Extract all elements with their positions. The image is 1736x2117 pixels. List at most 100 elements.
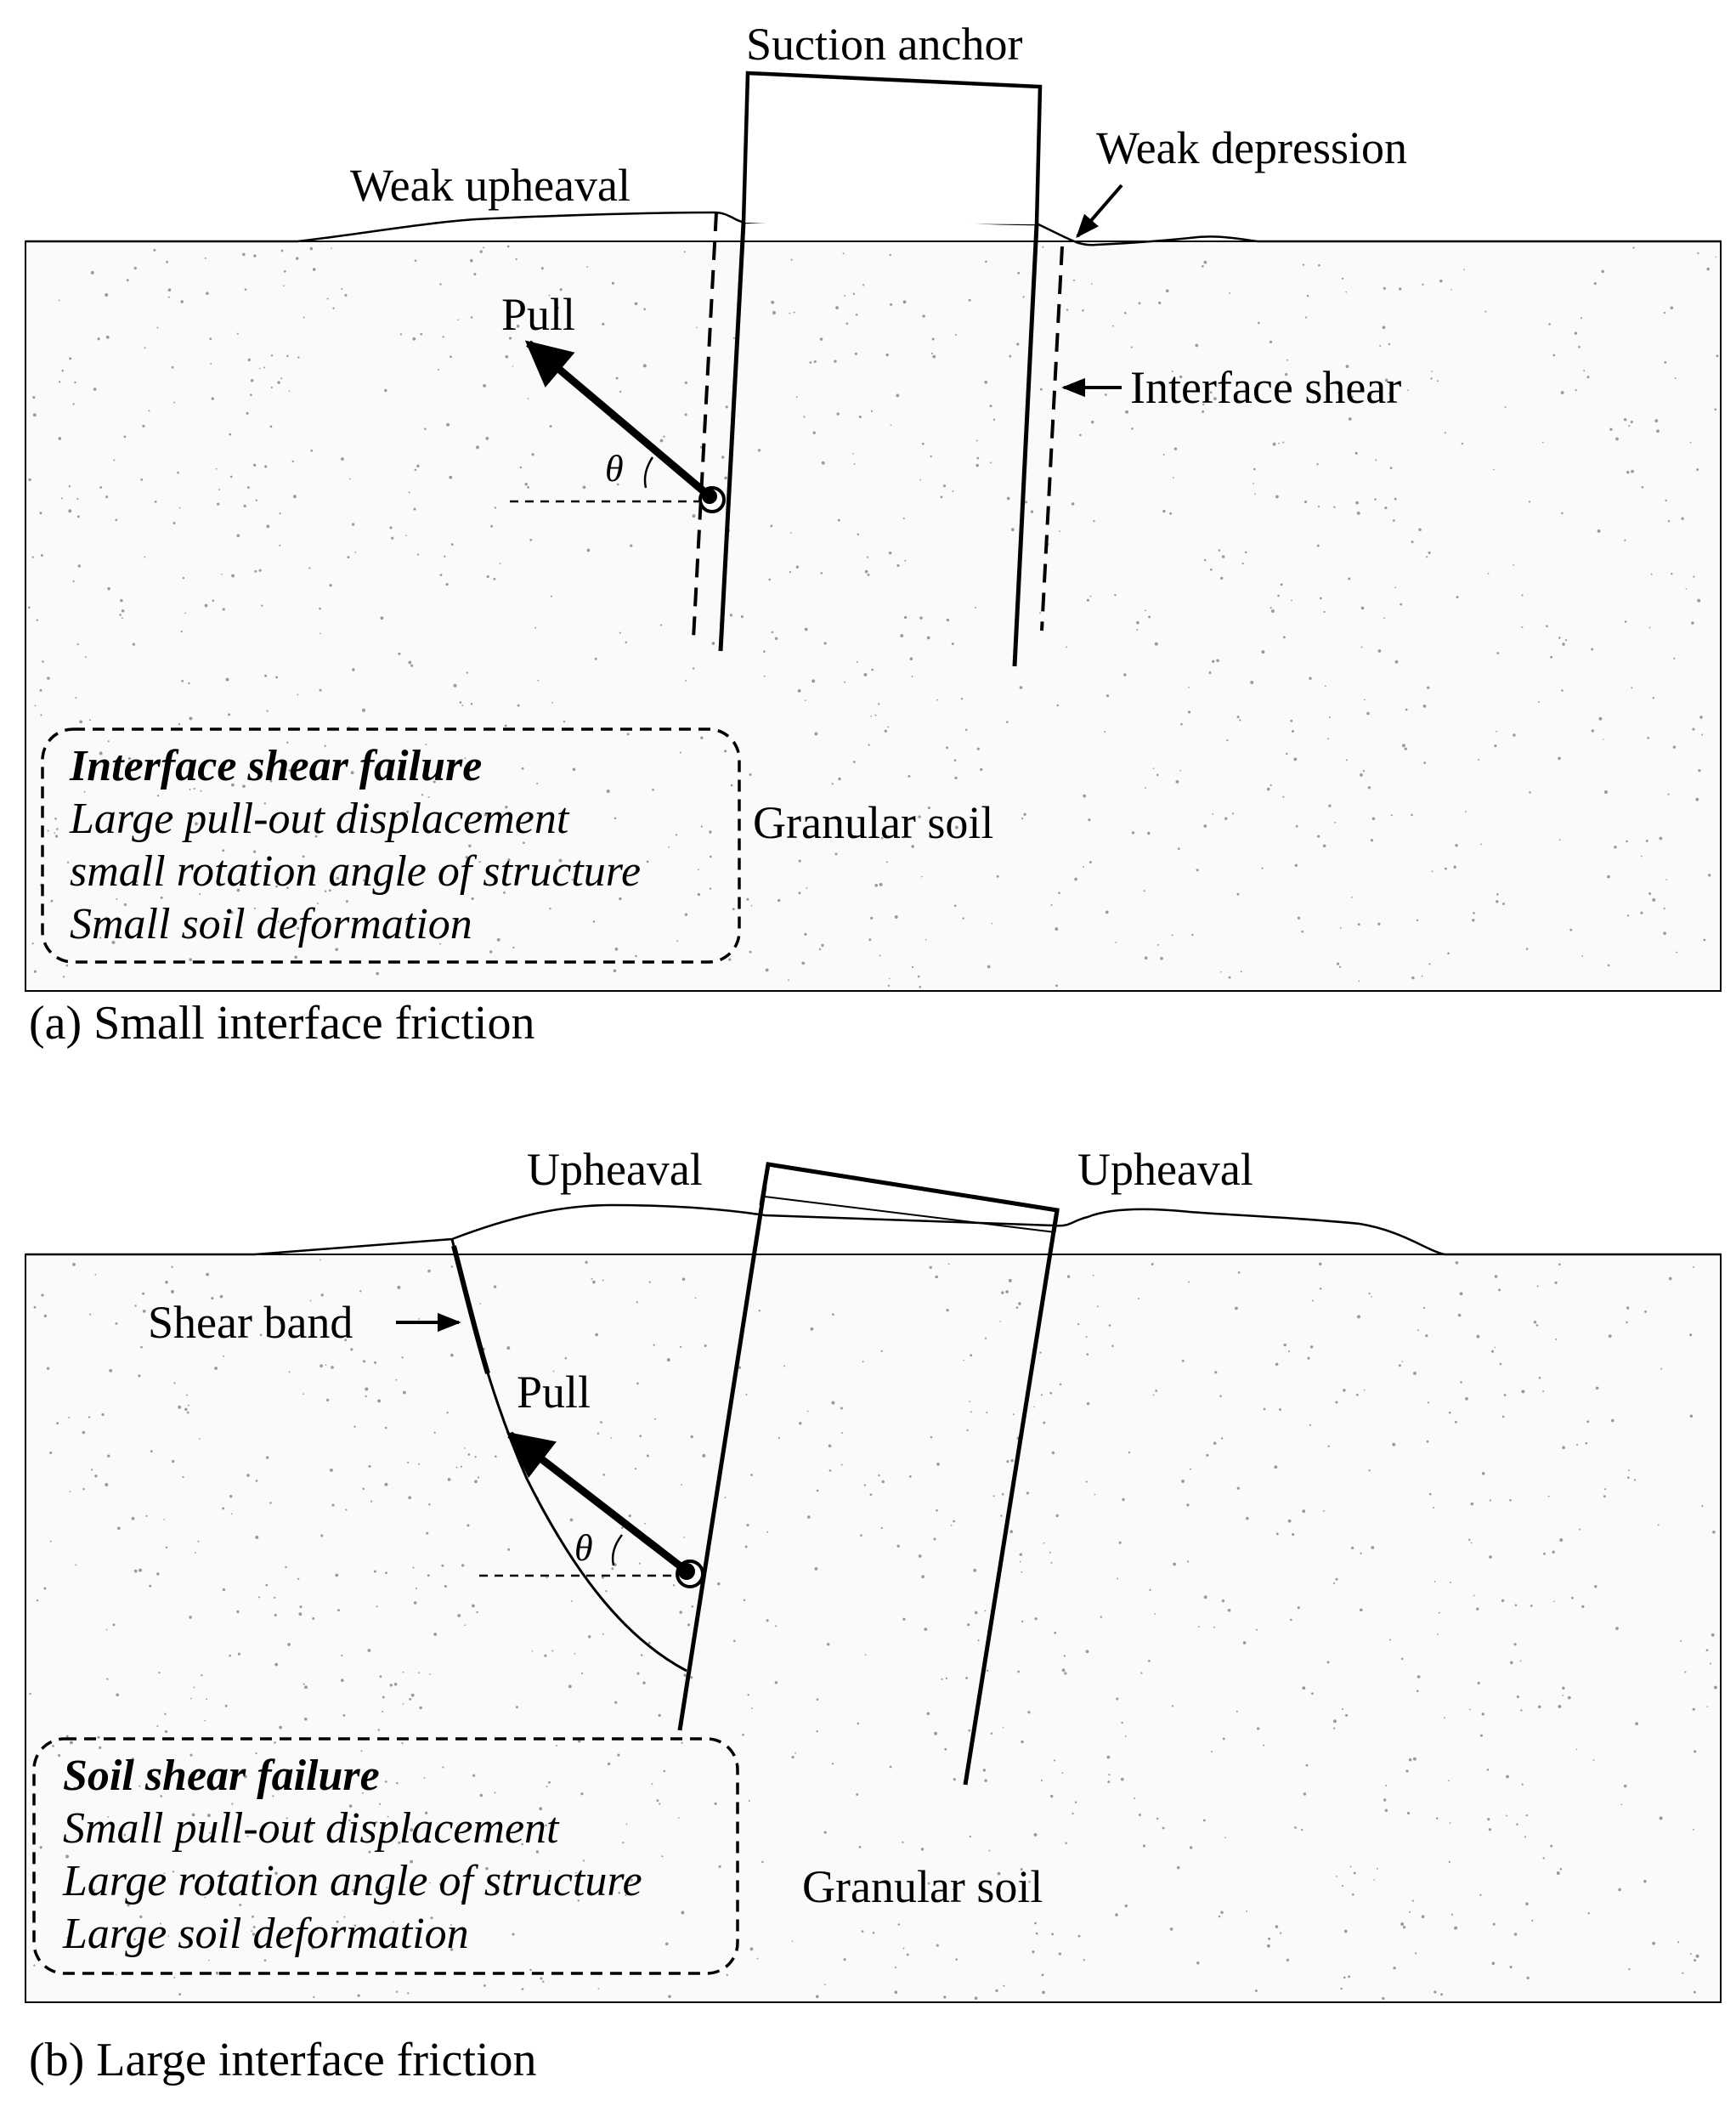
- soil-grain: [884, 729, 887, 733]
- soil-grain: [756, 1957, 759, 1960]
- soil-grain: [43, 1314, 48, 1318]
- soil-grain: [350, 771, 354, 775]
- soil-grain: [200, 927, 204, 931]
- soil-grain: [1297, 1606, 1300, 1610]
- soil-grain: [109, 1368, 113, 1373]
- soil-grain: [902, 1617, 906, 1621]
- soil-grain: [652, 788, 654, 791]
- soil-grain: [39, 1846, 42, 1849]
- soil-grain: [816, 1698, 819, 1701]
- soil-grain: [418, 1672, 420, 1674]
- soil-grain: [1715, 256, 1717, 258]
- soil-grain: [1421, 975, 1423, 977]
- soil-grain: [239, 924, 241, 927]
- soil-grain: [298, 1612, 303, 1616]
- soil-grain: [46, 1367, 50, 1370]
- soil-grain: [496, 937, 500, 942]
- soil-grain: [1255, 1628, 1258, 1631]
- soil-grain: [1309, 1345, 1314, 1349]
- soil-grain: [427, 795, 430, 798]
- soil-grain: [106, 1678, 109, 1680]
- soil-grain: [107, 1454, 110, 1458]
- soil-grain: [280, 377, 283, 380]
- soil-grain: [1245, 551, 1247, 554]
- soil-grain: [493, 577, 496, 580]
- soil-grain: [974, 1996, 978, 2001]
- soil-grain: [940, 495, 943, 499]
- soil-grain: [382, 1695, 385, 1699]
- shear-band-upper-thick-b: [451, 1245, 490, 1374]
- soil-grain: [974, 1610, 978, 1615]
- soil-grain: [960, 697, 964, 700]
- soil-grain: [1266, 1944, 1270, 1948]
- soil-grain: [1598, 716, 1603, 721]
- soil-grain: [1674, 377, 1677, 379]
- soil-grain: [929, 1265, 932, 1270]
- soil-grain: [204, 1896, 206, 1899]
- soil-grain: [515, 1706, 518, 1709]
- soil-grain: [1455, 844, 1458, 847]
- soil-grain: [31, 942, 34, 945]
- soil-grain: [1049, 1551, 1051, 1554]
- soil-grain: [40, 554, 43, 557]
- soil-grain: [968, 1729, 971, 1732]
- soil-grain: [1203, 558, 1207, 562]
- soil-grain: [1077, 1934, 1081, 1938]
- soil-grain: [1319, 1288, 1322, 1290]
- soil-grain: [1218, 549, 1221, 552]
- soil-grain: [1631, 687, 1633, 689]
- soil-grain: [302, 855, 305, 858]
- soil-grain: [795, 565, 800, 569]
- soil-grain: [1286, 1958, 1290, 1961]
- soil-grain: [1148, 615, 1151, 619]
- soil-grain: [142, 424, 145, 427]
- soil-grain: [871, 668, 874, 671]
- soil-grain: [1689, 1333, 1693, 1337]
- soil-grain: [1085, 1336, 1088, 1338]
- soil-grain: [614, 1701, 618, 1704]
- soil-grain: [212, 761, 216, 766]
- soil-grain: [1348, 577, 1351, 580]
- soil-grain: [1422, 1306, 1426, 1310]
- soil-grain: [1562, 1686, 1565, 1690]
- soil-grain: [1009, 354, 1012, 358]
- soil-grain: [1647, 736, 1649, 739]
- soil-grain: [1564, 639, 1568, 642]
- soil-grain: [1490, 1350, 1495, 1353]
- soil-grain: [1332, 1582, 1336, 1585]
- soil-grain: [1542, 1390, 1545, 1393]
- soil-grain: [1221, 1599, 1225, 1603]
- soil-grain: [1051, 1933, 1055, 1936]
- soil-grain: [1640, 911, 1643, 914]
- soil-grain: [303, 1393, 305, 1395]
- soil-grain: [1002, 1727, 1004, 1729]
- soil-grain: [433, 780, 436, 784]
- soil-grain: [194, 1552, 196, 1554]
- soil-grain: [1447, 952, 1450, 955]
- soil-grain: [1137, 1297, 1139, 1300]
- soil-grain: [519, 466, 523, 469]
- soil-grain: [992, 1495, 995, 1497]
- soil-grain: [918, 1554, 922, 1558]
- soil-grain: [126, 279, 129, 282]
- weak-depression-label: Weak depression: [1096, 122, 1407, 173]
- soil-grain: [861, 1930, 864, 1933]
- soil-grain: [681, 1741, 683, 1744]
- soil-grain: [551, 701, 553, 704]
- soil-grain: [768, 578, 771, 581]
- soil-grain: [902, 1841, 904, 1843]
- soil-grain: [804, 627, 808, 631]
- soil-grain: [69, 1491, 71, 1492]
- soil-grain: [614, 817, 617, 820]
- soil-grain: [438, 369, 440, 371]
- soil-grain: [433, 1431, 436, 1434]
- soil-grain: [1138, 1813, 1141, 1817]
- soil-grain: [270, 354, 274, 357]
- soil-grain: [831, 1763, 834, 1765]
- soil-grain: [1455, 1260, 1459, 1265]
- soil-grain: [474, 1480, 478, 1484]
- soil-grain: [1459, 1292, 1463, 1296]
- soil-grain: [1576, 1444, 1579, 1446]
- soil-grain: [1407, 389, 1409, 391]
- soil-frame-a: [25, 241, 1722, 992]
